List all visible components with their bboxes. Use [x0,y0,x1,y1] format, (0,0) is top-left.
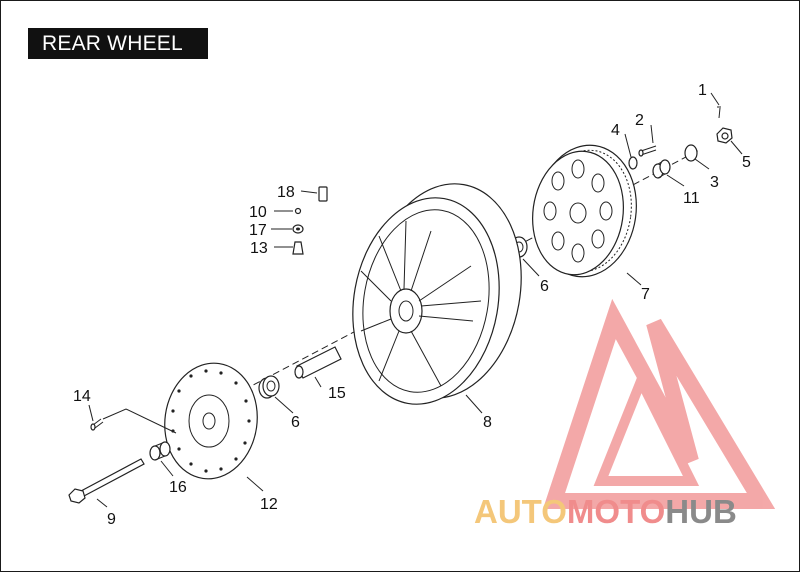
callout-8: 8 [483,414,492,431]
watermark-hub: HUB [665,493,737,530]
callout-18: 18 [277,184,295,201]
watermark-moto: MOTO [567,493,665,530]
callout-15: 15 [328,385,346,402]
valve-cap [294,207,302,215]
cotter-pin [717,106,721,119]
callout-9: 9 [107,511,116,528]
callout-7: 7 [641,286,650,303]
callout-4: 4 [611,122,620,139]
sprocket-spacer [652,159,671,179]
callout-10: 10 [249,204,267,221]
watermark-text: AUTOMOTOHUB [474,493,737,530]
leader-lines [88,92,743,508]
rotor-spacer [149,441,171,461]
wheel-bearing-left [258,375,280,399]
watermark-auto: AUTO [474,493,567,530]
valve-nut [292,224,304,234]
callout-6-left: 6 [291,414,300,431]
callout-6-right: 6 [540,278,549,295]
sprocket-washer [628,156,638,170]
callout-3: 3 [710,174,719,191]
pulley-sprocket [532,144,637,278]
rear-axle [68,458,145,504]
rotor-screw [90,408,177,434]
valve-stem [292,241,304,255]
callout-13: 13 [250,240,268,257]
callout-12: 12 [260,496,278,513]
callout-14: 14 [73,388,91,405]
callout-5: 5 [742,154,751,171]
callout-2: 2 [635,112,644,129]
wheel-rim [352,183,522,405]
washer [684,144,698,162]
sprocket-bolt [638,145,657,157]
watermark-logo [542,298,776,509]
axle-nut [716,127,733,144]
brake-rotor [164,362,258,480]
callout-11: 11 [683,190,700,207]
callout-17: 17 [249,222,267,239]
axle-spacer [294,346,342,379]
callout-16: 16 [169,479,187,496]
valve-weight [318,186,328,202]
diagram-title: REAR WHEEL [28,28,208,59]
callout-1: 1 [698,82,707,99]
